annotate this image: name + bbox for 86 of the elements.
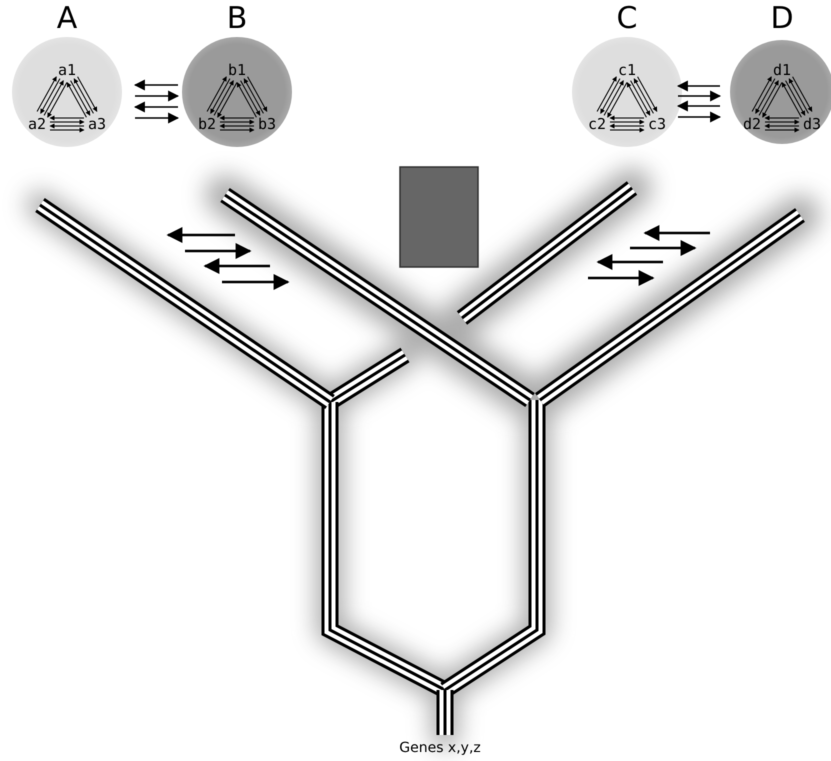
gene-label: d3 (802, 116, 822, 132)
arrow (610, 124, 644, 128)
arrow (50, 116, 84, 120)
gene-label: b3 (258, 116, 276, 132)
arrow (36, 76, 57, 112)
arrow (77, 76, 98, 112)
arrow (210, 78, 230, 114)
arrow (220, 120, 254, 124)
arrow (222, 274, 290, 290)
arrow (240, 80, 260, 116)
arrow (588, 270, 655, 286)
gene-caption: Genes x,y,z (399, 740, 481, 756)
arrow (214, 80, 234, 116)
gene-label: c3 (648, 116, 666, 132)
arrow (678, 90, 722, 102)
arrow (74, 78, 94, 114)
arrow (206, 76, 227, 112)
arrow (764, 120, 800, 124)
arrow (782, 82, 802, 118)
arrow (764, 124, 800, 128)
arrow (788, 78, 809, 114)
arrow (596, 76, 617, 112)
arrow (50, 120, 84, 124)
arrow (764, 116, 800, 120)
gene-label: a2 (28, 116, 46, 132)
branch-lines (35, 198, 335, 410)
branch-lines (456, 181, 638, 325)
arrow (604, 80, 624, 116)
arrow (752, 76, 772, 112)
arrow (626, 82, 647, 118)
arrow (610, 128, 644, 132)
arrow (220, 128, 254, 132)
gene-label: b1 (228, 62, 246, 78)
gene-label: a1 (58, 62, 76, 78)
arrow (66, 82, 87, 118)
arrow (637, 76, 658, 112)
group-letter: A (56, 2, 78, 36)
group-letter: D (770, 2, 794, 36)
arrow (676, 100, 720, 112)
arrow (630, 80, 650, 116)
arrow (44, 80, 64, 116)
arrow (50, 124, 84, 128)
arrow (792, 76, 812, 112)
arrow (596, 254, 663, 270)
arrow (50, 128, 84, 132)
gene-label: d1 (772, 62, 792, 78)
arrow (244, 78, 264, 114)
arrow (676, 80, 720, 92)
gene-label: d2 (742, 116, 762, 132)
gene-label: c1 (618, 62, 636, 78)
plain-block (399, 166, 479, 268)
arrow (217, 82, 238, 118)
arrow (166, 227, 235, 243)
arrow (134, 80, 178, 90)
arrow (247, 76, 268, 112)
arrow (758, 80, 779, 116)
arrow (236, 82, 257, 118)
arrow (634, 78, 654, 114)
arrow (134, 102, 178, 112)
arrow (643, 225, 710, 241)
arrow (185, 243, 252, 259)
gene-label: a3 (88, 116, 106, 132)
arrow (203, 258, 270, 274)
arrow (630, 240, 697, 256)
arrow (40, 78, 60, 114)
branch-lines (220, 188, 535, 408)
arrow (135, 90, 180, 102)
arrow (785, 80, 806, 116)
gene-label: b2 (198, 116, 216, 132)
group-letter: B (226, 2, 248, 36)
arrow (600, 78, 620, 114)
branch-lines (535, 208, 805, 407)
arrow (610, 116, 644, 120)
arrow (47, 82, 68, 118)
arrow (607, 82, 628, 118)
arrow (764, 128, 800, 132)
arrow (220, 124, 254, 128)
group-letter: C (616, 2, 638, 36)
arrow (762, 82, 782, 118)
arrow (220, 116, 254, 120)
arrow (135, 112, 180, 124)
arrow (70, 80, 90, 116)
arrow (678, 112, 722, 122)
gene-label: c2 (588, 116, 606, 132)
arrow (755, 78, 776, 114)
arrow (610, 120, 644, 124)
